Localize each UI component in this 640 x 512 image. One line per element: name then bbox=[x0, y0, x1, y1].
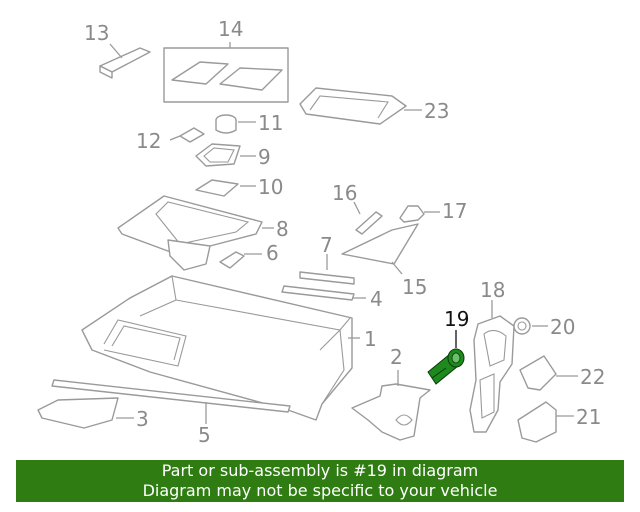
callout-14: 14 bbox=[218, 17, 243, 41]
parts-diagram: 13 14 23 11 12 9 10 16 17 8 6 7 15 4 18 … bbox=[37, 17, 605, 447]
leader-lines bbox=[109, 42, 578, 424]
callout-8: 8 bbox=[276, 217, 289, 241]
part-17 bbox=[399, 205, 425, 223]
part-7 bbox=[299, 271, 355, 285]
callout-6: 6 bbox=[266, 241, 279, 265]
banner-line-1: Part or sub-assembly is #19 in diagram bbox=[161, 461, 479, 480]
part-23 bbox=[299, 87, 407, 125]
part-4 bbox=[281, 285, 355, 301]
callout-11: 11 bbox=[258, 111, 283, 135]
callout-5: 5 bbox=[198, 423, 211, 447]
callout-20: 20 bbox=[550, 315, 575, 339]
callout-17: 17 bbox=[442, 199, 467, 223]
part-10 bbox=[195, 179, 239, 197]
part-12 bbox=[179, 127, 205, 143]
callout-10: 10 bbox=[258, 175, 283, 199]
part-21 bbox=[517, 401, 557, 443]
callout-4: 4 bbox=[370, 287, 383, 311]
callout-9: 9 bbox=[258, 145, 271, 169]
callout-22: 22 bbox=[580, 365, 605, 389]
part-8 bbox=[117, 195, 263, 271]
part-18 bbox=[469, 315, 515, 433]
callout-12: 12 bbox=[136, 129, 161, 153]
callout-18: 18 bbox=[480, 278, 505, 302]
info-banner: Part or sub-assembly is #19 in diagram D… bbox=[16, 460, 624, 502]
callout-15: 15 bbox=[402, 275, 427, 299]
callout-21: 21 bbox=[576, 405, 601, 429]
callout-19: 19 bbox=[444, 307, 469, 331]
callout-23: 23 bbox=[424, 99, 449, 123]
part-20 bbox=[513, 317, 531, 335]
part-14 bbox=[163, 47, 289, 103]
callout-labels: 13 14 23 11 12 9 10 16 17 8 6 7 15 4 18 … bbox=[84, 17, 605, 447]
part-6 bbox=[219, 251, 245, 269]
part-19 bbox=[427, 348, 465, 385]
callout-13: 13 bbox=[84, 21, 109, 45]
part-2 bbox=[351, 383, 431, 441]
part-1 bbox=[81, 275, 353, 421]
part-3 bbox=[37, 397, 119, 429]
callout-16: 16 bbox=[332, 181, 357, 205]
part-15 bbox=[341, 223, 419, 265]
part-16 bbox=[355, 211, 383, 235]
part-13 bbox=[99, 47, 151, 79]
callout-1: 1 bbox=[364, 327, 377, 351]
part-11 bbox=[215, 114, 237, 134]
part-5 bbox=[51, 379, 291, 413]
part-9 bbox=[195, 143, 241, 167]
callout-3: 3 bbox=[136, 407, 149, 431]
callout-2: 2 bbox=[390, 345, 403, 369]
callout-7: 7 bbox=[320, 233, 333, 257]
part-22 bbox=[519, 355, 557, 391]
banner-line-2: Diagram may not be specific to your vehi… bbox=[142, 481, 498, 500]
